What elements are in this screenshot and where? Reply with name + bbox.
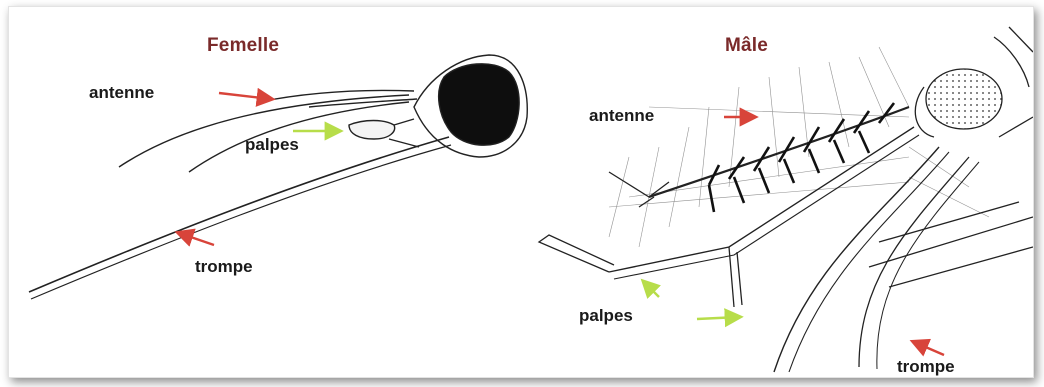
female-trompe-label: trompe — [195, 257, 253, 277]
female-title: Femelle — [207, 35, 279, 57]
mosquito-heads-illustration — [9, 7, 1033, 377]
female-antenne-label: antenne — [89, 83, 154, 103]
diagram-frame: Femelle antenne palpes trompe Mâle anten… — [8, 6, 1034, 378]
male-trompe-label: trompe — [897, 357, 955, 377]
female-palpes-label: palpes — [245, 135, 299, 155]
male-antenne-label: antenne — [589, 106, 654, 126]
male-palpes-label: palpes — [579, 306, 633, 326]
male-title: Mâle — [725, 35, 768, 57]
